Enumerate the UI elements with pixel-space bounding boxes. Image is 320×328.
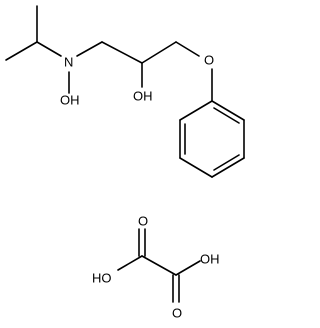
bond-c1-c2 [101,41,143,64]
bond-c2-c3 [141,41,177,64]
main-molecule [5,5,245,178]
atom-label-n: N [64,54,73,69]
atom-label-oxalic-o-bottom: O [172,305,182,320]
bond-oxalic-c-c [141,255,177,276]
atom-label-oxalic-o-top: O [138,213,148,228]
atom-label-n-oh: OH [60,92,80,107]
atom-label-ether-o: O [204,52,214,67]
naphthalene-ring-right [179,100,245,178]
atom-label-oxalic-oh-left: HO [92,270,112,285]
bond-c3-o [175,41,200,57]
atom-label-oxalic-oh-right: OH [200,251,220,266]
oxalic-acid [117,228,201,303]
bond-oxalic-left-coh [117,255,143,271]
bond-ch3a-ch [5,41,38,61]
bond-n-c1 [76,41,103,57]
bond-oxalic-right-coh [175,260,201,276]
atom-label-c2-oh: OH [133,88,153,103]
bond-ch-n [36,41,62,57]
